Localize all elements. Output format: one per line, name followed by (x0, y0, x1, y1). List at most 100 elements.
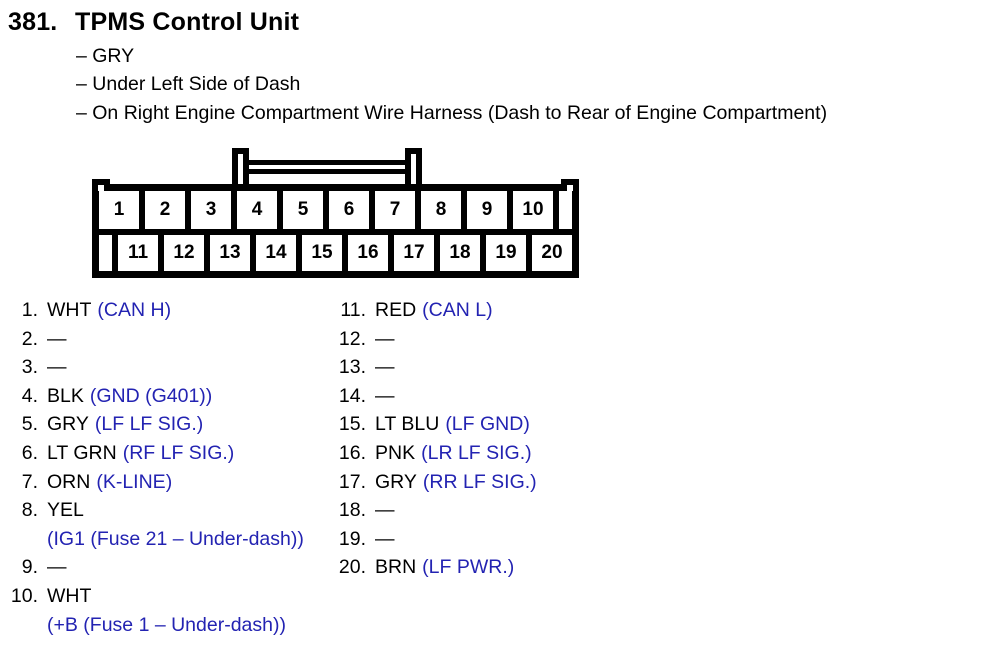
wire-color: GRY (375, 470, 417, 493)
pin-number: 1. (21, 299, 38, 321)
connector-ear-right (561, 179, 579, 191)
connector-pin-cell-9: 9 (467, 191, 507, 229)
pin-number: 15. (338, 413, 366, 436)
connector-pin-cell-16: 16 (348, 235, 388, 271)
connector-pin-cell-7: 7 (375, 191, 415, 229)
wire-color: PNK (375, 441, 416, 464)
pin-list-item: (+B (Fuse 1 – Under-dash)) (8, 614, 304, 643)
signal-name: (K-LINE) (96, 470, 173, 493)
pin-list-item: 19. — (330, 528, 537, 557)
connector-pin-cell-18: 18 (440, 235, 480, 271)
pin-number: 10. (10, 584, 38, 607)
signal-name: (IG1 (Fuse 21 – Under-dash)) (47, 527, 304, 550)
page-title: TPMS Control Unit (75, 8, 300, 36)
connector-pin-cell-8: 8 (421, 191, 461, 229)
pin-number: 6. (21, 441, 38, 464)
wire-color: — (47, 327, 67, 350)
connector-pin-cell-3: 3 (191, 191, 231, 229)
pin-list-item: 10. WHT (8, 585, 304, 614)
connector-pin-cell-4: 4 (237, 191, 277, 229)
pin-number: 20. (338, 556, 366, 579)
pin-number: 11. (340, 299, 366, 321)
wire-color: LT GRN (47, 441, 117, 464)
connector-pin-cell-5: 5 (283, 191, 323, 229)
pin-list-item: 17.GRY(RR LF SIG.) (330, 471, 537, 500)
wire-color: LT BLU (375, 413, 440, 436)
connector-pin-cell-14: 14 (256, 235, 296, 271)
wire-color: — (47, 556, 67, 579)
connector-pin-cell-10: 10 (513, 191, 553, 229)
signal-name: (RF LF SIG.) (122, 441, 235, 464)
pin-number: 2. (21, 327, 38, 350)
signal-name: (LF LF SIG.) (94, 413, 204, 436)
pin-number: 14. (338, 384, 366, 407)
wire-color: WHT (47, 299, 92, 321)
pin-number: 13. (338, 356, 366, 379)
pin-list-item: 18. — (330, 499, 537, 528)
pin-list-item: 14.— (330, 385, 537, 414)
pin-number: 4. (21, 384, 38, 407)
signal-name: (+B (Fuse 1 – Under-dash)) (47, 613, 286, 636)
location-details: – GRY – Under Left Side of Dash – On Right… (76, 42, 827, 127)
wire-color: WHT (47, 584, 92, 607)
pin-list-item: 11.RED(CAN L) (330, 299, 537, 328)
wire-color: — (375, 356, 395, 379)
signal-name: (CAN L) (422, 299, 493, 321)
pin-list-item: 6. LT GRN(RF LF SIG.) (8, 442, 304, 471)
connector-blank-cell (559, 191, 572, 229)
wire-color: — (375, 527, 395, 550)
wire-color: BLK (47, 384, 84, 407)
connector-lock-prong-right (405, 148, 422, 185)
connector-pin-cell-1: 1 (99, 191, 139, 229)
signal-name: (GND (G401)) (89, 384, 213, 407)
detail-line: – Under Left Side of Dash (76, 73, 301, 96)
detail-line: – GRY (76, 45, 135, 67)
connector-lock-bar (247, 160, 407, 174)
signal-name: (CAN H) (97, 299, 172, 321)
pin-list-item: 9.— (8, 556, 304, 585)
pin-number: 18. (338, 499, 366, 522)
wire-color: — (375, 499, 395, 522)
detail-line: – On Right Engine Compartment Wire Harne… (76, 101, 828, 124)
pin-list-item: 13. — (330, 356, 537, 385)
pin-list-item: 2. — (8, 328, 304, 357)
signal-name: (LR LF SIG.) (421, 441, 532, 464)
pin-number: 3. (21, 356, 38, 379)
wire-color: GRY (47, 413, 89, 436)
connector-pin-cell-19: 19 (486, 235, 526, 271)
pin-number: 19. (338, 527, 366, 550)
connector-lock-prong-left (232, 148, 249, 185)
connector-pin-cell-13: 13 (210, 235, 250, 271)
signal-name: (LF GND) (445, 413, 530, 436)
wire-color: — (375, 327, 395, 350)
wire-color: YEL (47, 499, 84, 522)
pin-list-item: 15. LT BLU(LF GND) (330, 413, 537, 442)
pin-list-item: 16.PNK(LR LF SIG.) (330, 442, 537, 471)
connector-ear-left (92, 179, 110, 191)
wire-color: — (47, 356, 67, 379)
pin-list-item: 4. BLK(GND (G401)) (8, 385, 304, 414)
pin-number: 12. (338, 327, 366, 350)
pin-list-item: (IG1 (Fuse 21 – Under-dash)) (8, 528, 304, 557)
connector-pin-cell-11: 11 (118, 235, 158, 271)
wire-color: BRN (375, 556, 417, 579)
section-number: 381. (8, 8, 58, 36)
pin-list-item: 20.BRN(LF PWR.) (330, 556, 537, 585)
pin-list-item: 1. WHT(CAN H) (8, 299, 304, 328)
connector-pin-cell-12: 12 (164, 235, 204, 271)
connector-pin-cell-2: 2 (145, 191, 185, 229)
connector-pin-cell-17: 17 (394, 235, 434, 271)
pin-list-item: 12. — (330, 328, 537, 357)
signal-name: (RR LF SIG.) (422, 470, 537, 493)
wire-color: ORN (47, 470, 91, 493)
pin-list-item: 3. — (8, 356, 304, 385)
pin-list-right: 11.RED(CAN L)12.—13.—14.—15.LT BLU(LF GN… (330, 299, 537, 585)
connector-pin-cell-6: 6 (329, 191, 369, 229)
connector-pin-cell-20: 20 (532, 235, 572, 271)
pin-list-item: 7.ORN(K-LINE) (8, 471, 304, 500)
